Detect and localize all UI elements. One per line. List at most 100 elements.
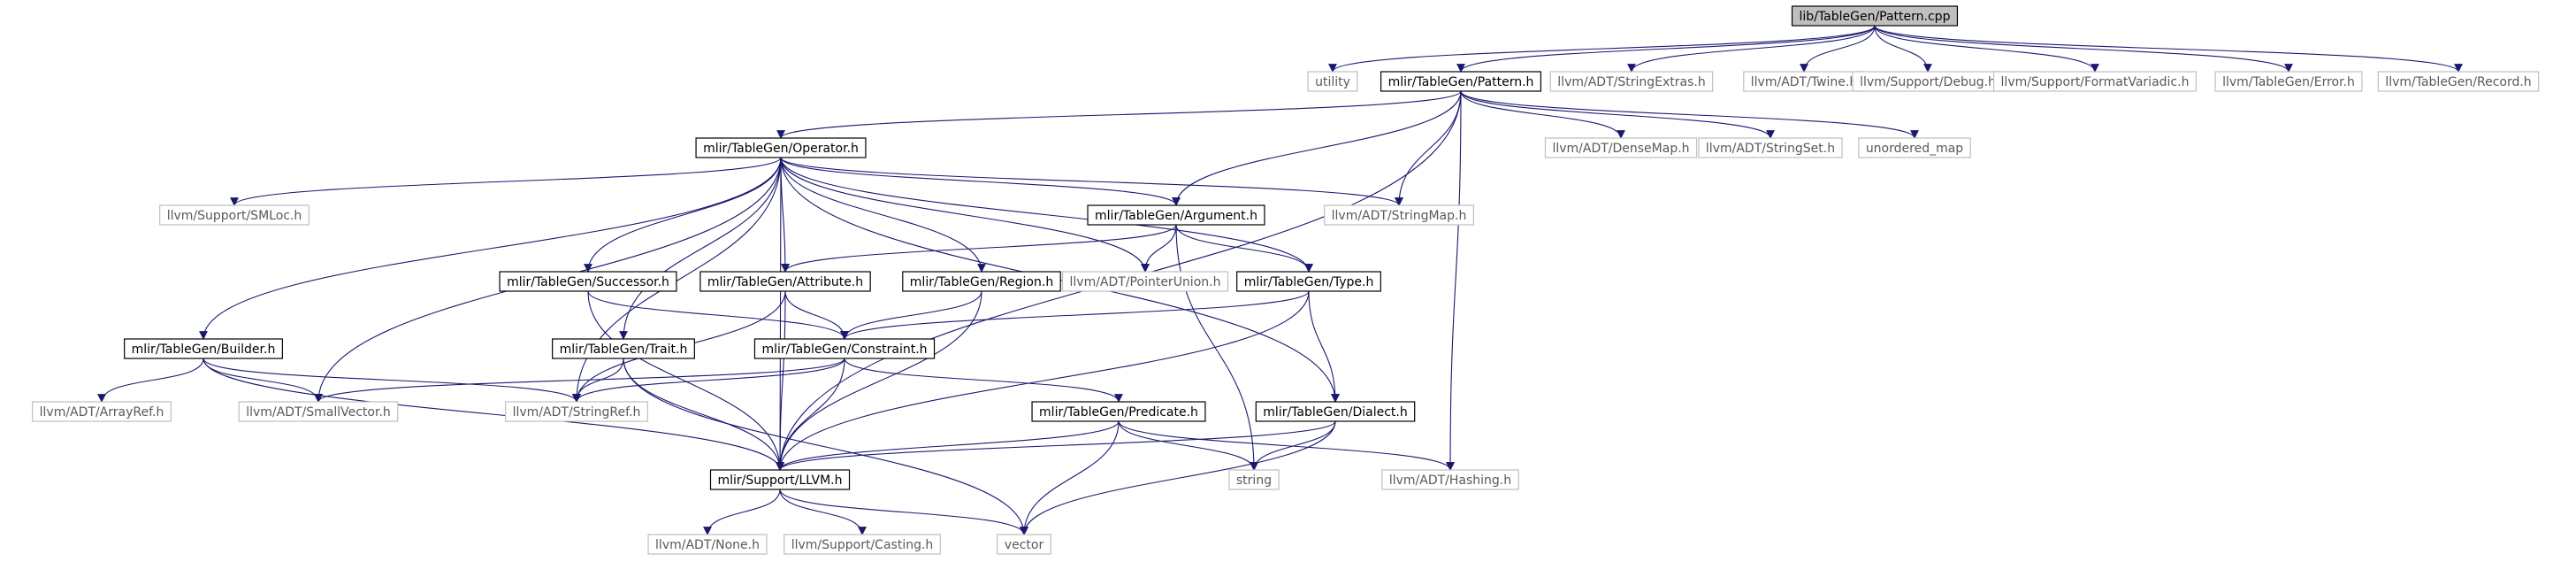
edge-type-h-to-dialect-h [1308,290,1340,403]
node-stringmap[interactable]: llvm/ADT/StringMap.h [1324,204,1474,226]
node-label: vector [1005,538,1044,552]
node-arrayref[interactable]: llvm/ADT/ArrayRef.h [32,401,172,422]
node-vector[interactable]: vector [997,534,1051,555]
node-label: mlir/TableGen/Successor.h [507,275,669,289]
edge-predicate-h-to-hashing [1118,420,1455,471]
node-label: mlir/TableGen/Attribute.h [707,275,863,289]
node-box [1380,71,1542,92]
node-box [784,534,941,555]
node-box [997,534,1051,555]
node-successor-h[interactable]: mlir/TableGen/Successor.h [499,271,677,292]
node-error[interactable]: llvm/TableGen/Error.h [2214,71,2363,92]
node-box [1087,204,1265,226]
node-pattern-h[interactable]: mlir/TableGen/Pattern.h [1380,71,1542,92]
node-smallvector[interactable]: llvm/ADT/SmallVector.h [238,401,399,422]
node-trait-h[interactable]: mlir/TableGen/Trait.h [552,338,695,359]
edge-pattern-h-to-operator-h [776,90,1462,139]
node-label: llvm/ADT/StringMap.h [1332,209,1467,223]
node-stringset[interactable]: llvm/ADT/StringSet.h [1698,137,1843,158]
node-box [1228,469,1280,490]
node-argument-h[interactable]: mlir/TableGen/Argument.h [1087,204,1265,226]
node-string[interactable]: string [1228,469,1280,490]
node-box [1307,71,1358,92]
node-label: llvm/ADT/ArrayRef.h [40,405,164,420]
node-label: mlir/TableGen/Type.h [1244,275,1374,289]
node-pattern-cpp[interactable]: lib/TableGen/Pattern.cpp [1791,5,1959,27]
node-box [1255,401,1416,422]
node-hashing[interactable]: llvm/ADT/Hashing.h [1381,469,1519,490]
node-label: llvm/ADT/StringRef.h [513,405,641,420]
edge-operator-h-to-type-h [780,157,1313,273]
node-constraint-h[interactable]: mlir/TableGen/Constraint.h [753,338,936,359]
node-label: llvm/ADT/PointerUnion.h [1070,275,1221,289]
node-box [2214,71,2363,92]
node-layer: lib/TableGen/Pattern.cpp utility mlir/Tabl… [32,5,2540,555]
edge-type-h-to-llvm-h [776,290,1310,471]
edge-argument-h-to-type-h [1175,224,1313,273]
node-formatvariadic[interactable]: llvm/Support/FormatVariadic.h [1992,71,2198,92]
node-box [902,271,1061,292]
edge-dialect-h-to-vector [1020,420,1336,535]
edge-llvm-h-to-none [703,489,781,535]
edge-pattern-h-to-unordered-map [1460,90,1919,139]
node-attribute-h[interactable]: mlir/TableGen/Attribute.h [699,271,871,292]
edge-pattern-h-to-stringset [1460,90,1775,139]
edge-operator-h-to-region-h [780,157,986,273]
edge-operator-h-to-llvm-h [776,157,784,471]
node-none[interactable]: llvm/ADT/None.h [647,534,768,555]
node-box [1992,71,2198,92]
node-casting[interactable]: llvm/Support/Casting.h [784,534,941,555]
edge-constraint-h-to-llvm-h [776,358,845,471]
node-box [1061,271,1229,292]
node-label: llvm/Support/Casting.h [791,538,934,552]
node-box [753,338,936,359]
node-debug[interactable]: llvm/Support/Debug.h [1852,71,2004,92]
node-stringextras[interactable]: llvm/ADT/StringExtras.h [1549,71,1714,92]
edge-builder-h-to-llvm-h [203,358,784,471]
node-label: llvm/ADT/SmallVector.h [246,405,391,420]
node-box [699,271,871,292]
edge-argument-h-to-pointerunion [1141,224,1177,273]
node-region-h[interactable]: mlir/TableGen/Region.h [902,271,1061,292]
edge-pattern-cpp-to-debug [1874,25,1932,73]
node-dialect-h[interactable]: mlir/TableGen/Dialect.h [1255,401,1416,422]
node-box [1544,137,1698,158]
edge-attribute-h-to-llvm-h [776,290,786,471]
node-builder-h[interactable]: mlir/TableGen/Builder.h [124,338,283,359]
node-operator-h[interactable]: mlir/TableGen/Operator.h [695,137,867,158]
node-box [2377,71,2540,92]
node-utility[interactable]: utility [1307,71,1358,92]
node-twine[interactable]: llvm/ADT/Twine.h [1743,71,1865,92]
node-llvm-h[interactable]: mlir/Support/LLVM.h [709,469,851,490]
edge-pattern-cpp-to-record [1874,25,2463,73]
edge-argument-h-to-attribute-h [781,224,1177,273]
edge-successor-h-to-constraint-h [587,290,849,340]
edge-operator-h-to-successor-h [584,157,782,273]
node-unordered-map[interactable]: unordered_map [1858,137,1971,158]
edge-pattern-cpp-to-stringextras [1627,25,1876,73]
node-stringref[interactable]: llvm/ADT/StringRef.h [505,401,648,422]
edge-operator-h-to-builder-h [199,157,782,340]
edge-region-h-to-llvm-h [776,290,982,471]
node-label: mlir/TableGen/Dialect.h [1263,405,1407,420]
node-smloc[interactable]: llvm/Support/SMLoc.h [159,204,310,226]
node-box [1791,5,1959,27]
node-pointerunion[interactable]: llvm/ADT/PointerUnion.h [1061,271,1229,292]
edge-llvm-h-to-casting [779,489,867,535]
node-label: mlir/TableGen/Operator.h [703,142,859,156]
node-type-h[interactable]: mlir/TableGen/Type.h [1236,271,1381,292]
edge-llvm-h-to-vector [779,489,1028,535]
edge-pattern-cpp-to-formatvariadic [1874,25,2099,73]
node-record[interactable]: llvm/TableGen/Record.h [2377,71,2540,92]
node-predicate-h[interactable]: mlir/TableGen/Predicate.h [1031,401,1206,422]
node-label: mlir/TableGen/Region.h [910,275,1053,289]
node-label: mlir/Support/LLVM.h [718,473,843,488]
node-label: mlir/TableGen/Predicate.h [1039,405,1198,420]
edge-predicate-h-to-llvm-h [776,420,1120,471]
node-box [1698,137,1843,158]
edge-operator-h-to-attribute-h [780,157,790,273]
node-densemap[interactable]: llvm/ADT/DenseMap.h [1544,137,1698,158]
node-box [695,137,867,158]
node-label: mlir/TableGen/Constraint.h [761,343,927,357]
